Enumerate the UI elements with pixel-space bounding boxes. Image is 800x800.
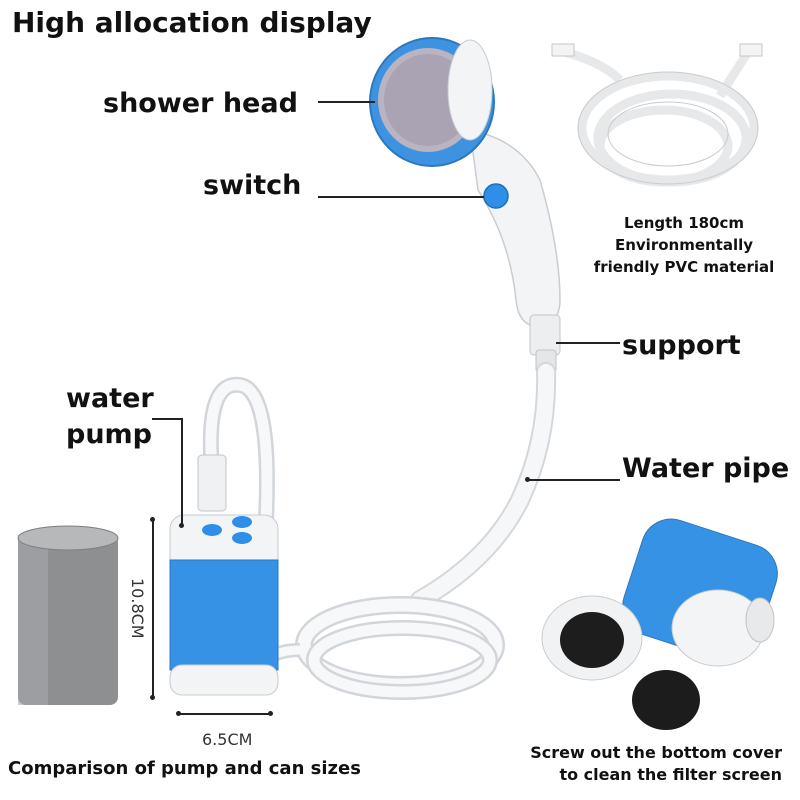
hose-coil-illustration bbox=[255, 596, 505, 700]
pump-hose-illustration bbox=[202, 376, 275, 521]
filter-sponge-illustration bbox=[632, 670, 700, 730]
dimension-width-right-dot bbox=[268, 711, 273, 716]
dimension-line-width bbox=[178, 713, 270, 715]
shower-head-illustration bbox=[369, 37, 495, 167]
hose-length-text: Length 180cm bbox=[623, 214, 745, 232]
leader-line-water-pipe bbox=[528, 479, 620, 481]
leader-line-water-pump-v bbox=[181, 418, 183, 526]
water-pipe-illustration bbox=[410, 362, 557, 610]
label-switch: switch bbox=[203, 170, 302, 201]
caption-comparison: Comparison of pump and can sizes bbox=[8, 758, 361, 779]
caption-filter-line2: to clean the filter screen bbox=[559, 765, 782, 784]
dimension-width-left-dot bbox=[176, 711, 181, 716]
page-title: High allocation display bbox=[12, 6, 372, 39]
label-water-pump-line2: pump bbox=[66, 419, 153, 450]
label-water-pump: water pump bbox=[66, 381, 154, 453]
dimension-height-bottom-dot bbox=[150, 695, 155, 700]
leader-line-shower-head bbox=[318, 101, 375, 103]
leader-dot-water-pump bbox=[179, 523, 184, 528]
dimension-height-top-dot bbox=[150, 517, 155, 522]
pump-connector-illustration bbox=[197, 454, 227, 512]
switch-button-illustration bbox=[483, 183, 509, 209]
leader-line-water-pump-h bbox=[152, 418, 182, 420]
soda-can-illustration bbox=[17, 525, 119, 705]
hose-info: Length 180cm Environmentally friendly PV… bbox=[578, 212, 790, 278]
leader-line-support bbox=[556, 342, 620, 344]
label-water-pipe: Water pipe bbox=[622, 453, 790, 484]
leader-line-switch bbox=[318, 196, 484, 198]
caption-filter-line1: Screw out the bottom cover bbox=[530, 743, 782, 762]
spare-hose-coil bbox=[555, 45, 759, 187]
label-water-pump-line1: water bbox=[66, 383, 154, 414]
dimension-line-height bbox=[152, 520, 154, 698]
leader-dot-water-pipe bbox=[525, 477, 530, 482]
hose-material-line1: Environmentally bbox=[614, 236, 754, 254]
water-pump-illustration bbox=[169, 514, 279, 696]
dimension-width-label: 6.5CM bbox=[202, 730, 253, 749]
filter-cover-illustration bbox=[541, 595, 643, 681]
label-support: support bbox=[622, 330, 741, 361]
hose-material-line2: friendly PVC material bbox=[593, 258, 775, 276]
dimension-height-label: 10.8CM bbox=[128, 578, 147, 639]
caption-filter: Screw out the bottom cover to clean the … bbox=[530, 742, 782, 786]
filter-cartridge-illustration bbox=[622, 518, 778, 667]
shower-handle bbox=[469, 129, 561, 373]
label-shower-head: shower head bbox=[103, 88, 298, 119]
